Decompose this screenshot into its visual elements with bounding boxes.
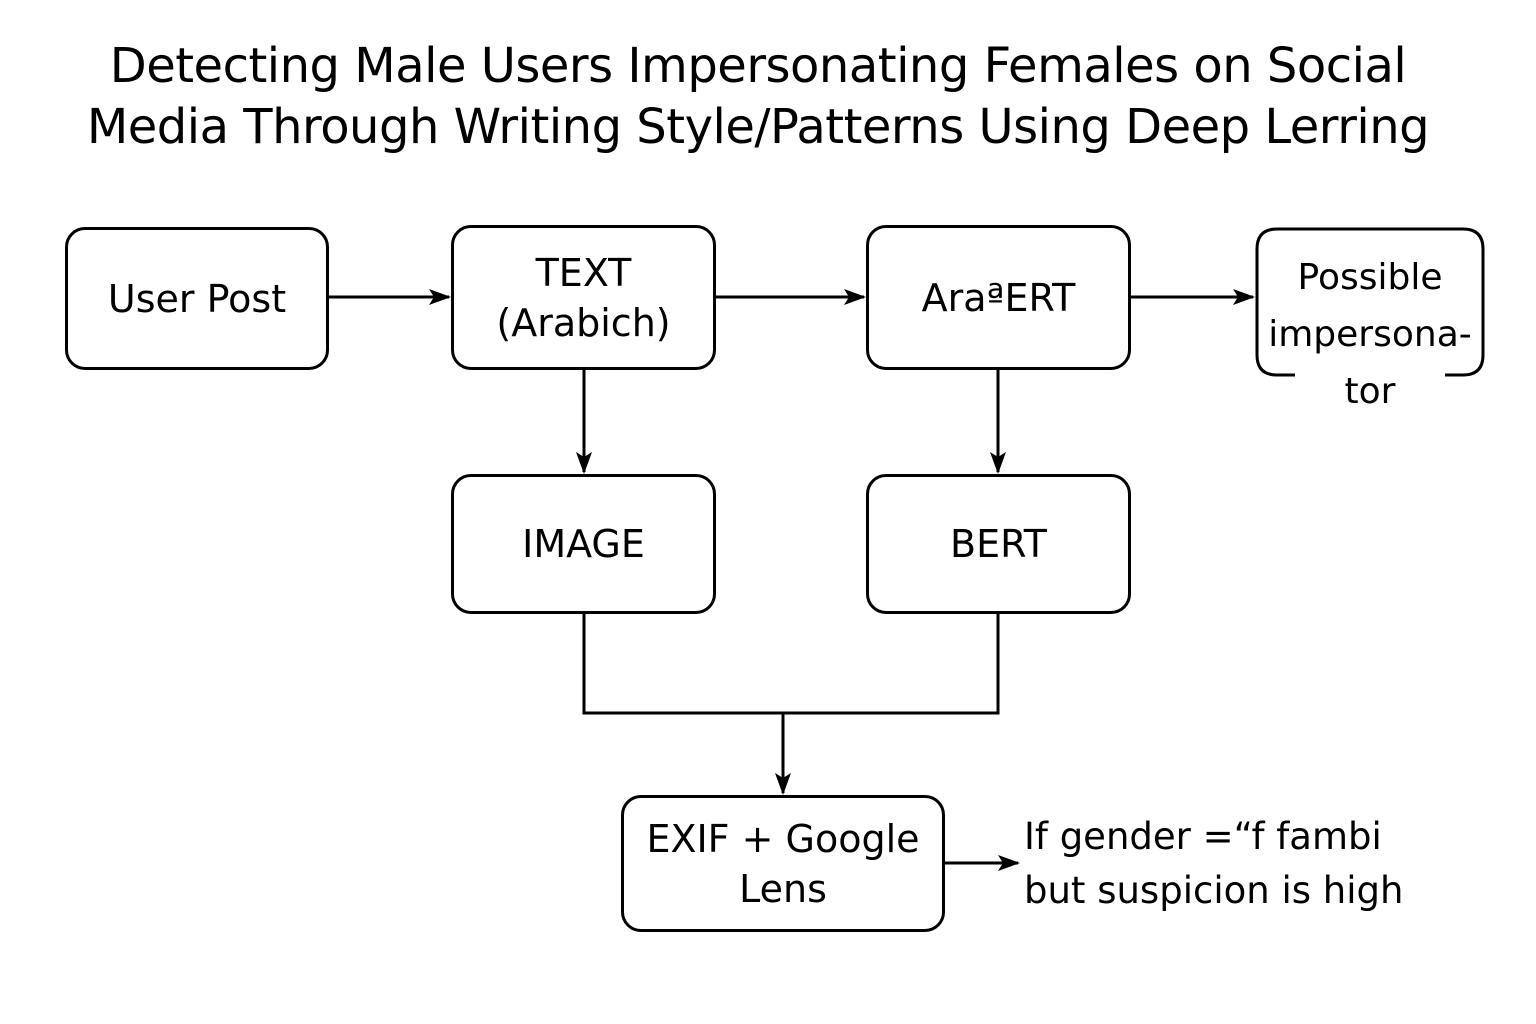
node-possible-text: Possible impersona- tor [1255,249,1485,420]
node-possible-border [1255,227,1485,377]
node-arabert-label: AraªERT [921,275,1076,320]
node-user-post-label: User Post [107,276,287,321]
node-exif-label-line-1: EXIF + Google [646,816,920,861]
node-arabert: AraªERT [866,225,1131,370]
node-possible-impersonator: Possible impersona- tor [1255,227,1485,412]
node-user-post: User Post [65,227,329,370]
node-bert: BERT [866,474,1131,614]
node-text-label-line-2: (Arabich) [496,300,671,345]
node-possible-label-line-3: tor [1344,371,1396,412]
node-text-label-line-1: TEXT [535,250,632,295]
node-possible-label-line-1: Possible [1297,257,1443,298]
node-exif-google-lens: EXIF + Google Lens [621,795,945,932]
condition-note: If gender =“f fambi but suspicion is hig… [1024,810,1403,918]
condition-note-line-1: If gender =“f fambi [1024,815,1382,858]
node-image: IMAGE [451,474,716,614]
merge-line-image-bert [582,614,1000,715]
node-possible-label-line-2: impersona- [1268,314,1472,355]
node-text-arabic: TEXT (Arabich) [451,225,716,370]
condition-note-line-2: but suspicion is high [1024,869,1404,912]
node-exif-label-line-2: Lens [739,866,827,911]
diagram-title-line-1: Detecting Male Users Impersonating Femal… [109,38,1407,94]
diagram-title-line-2: Media Through Writing Style/Patterns Usi… [86,99,1430,155]
node-image-label: IMAGE [522,522,645,566]
node-bert-label: BERT [950,522,1047,566]
